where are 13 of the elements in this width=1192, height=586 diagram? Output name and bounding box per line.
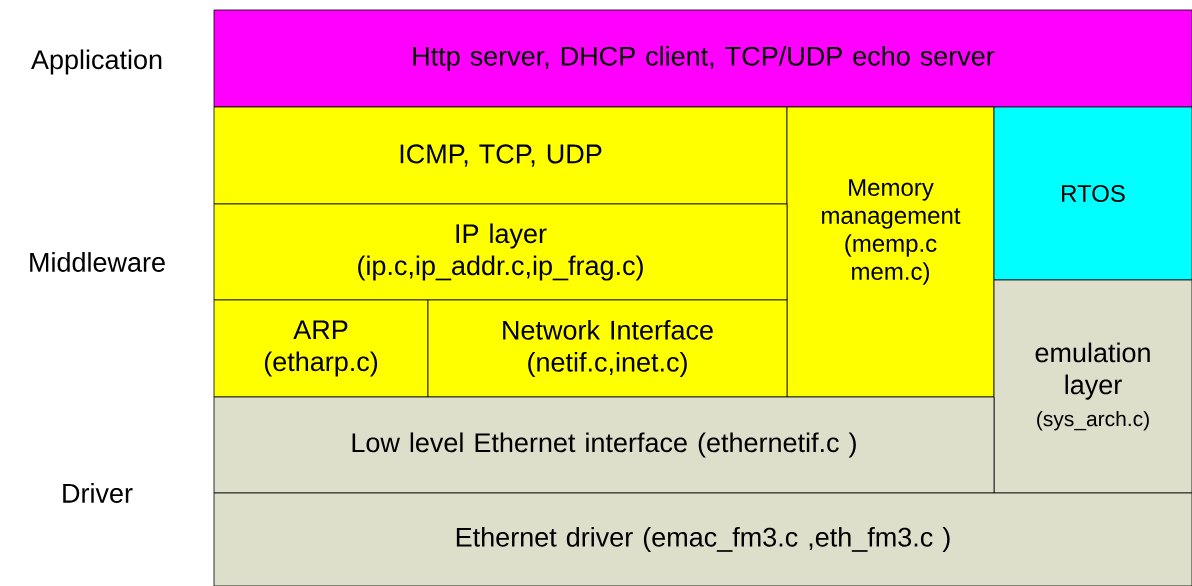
protocol-box: ARP (etharp.c) [213,299,429,398]
module-box: Memory management (memp.c mem.c) [786,106,995,398]
layer-band: Low level Ethernet interface (ethernetif.c ) [213,396,995,494]
module-box: emulation layer (sys_arch.c) [993,279,1192,494]
protocol-box: Network Interface (netif.c,inet.c) [427,299,788,398]
protocol-box: ICMP, TCP, UDP [213,106,788,205]
node-label: emulation layer [1035,342,1150,400]
node-label: (sys_arch.c) [1037,410,1149,431]
module-box: RTOS [993,106,1192,281]
layer-label: Driver [63,483,133,503]
layer-label: Middleware [30,252,165,272]
layer-label: Application [31,49,162,75]
layer-band: Http server, DHCP client, TCP/UDP echo server [213,9,1192,108]
